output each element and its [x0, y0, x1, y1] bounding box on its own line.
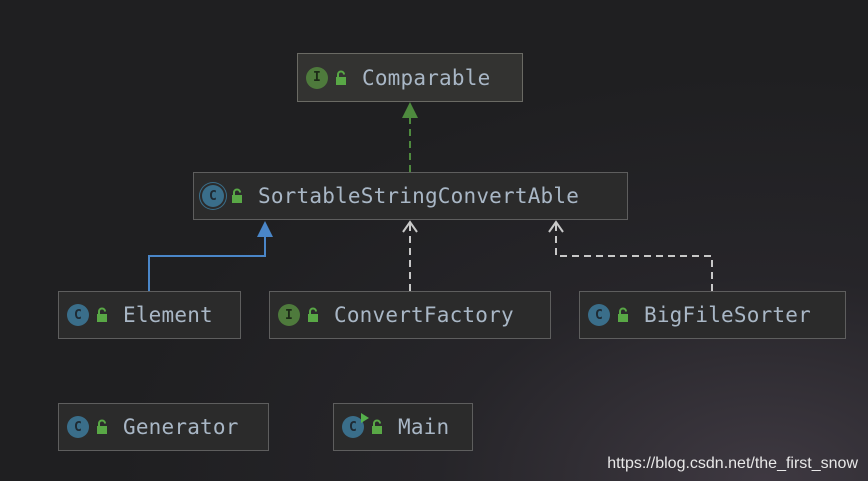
node-big-file-sorter[interactable]: C BigFileSorter	[579, 291, 846, 339]
lock-open-icon	[97, 419, 107, 434]
lock-open-icon	[232, 188, 242, 203]
node-generator[interactable]: C Generator	[58, 403, 269, 451]
node-label: BigFileSorter	[644, 303, 811, 327]
class-icon: C	[67, 416, 89, 438]
node-label: Comparable	[362, 65, 491, 90]
lock-open-icon	[97, 307, 107, 322]
interface-icon: I	[306, 66, 328, 89]
node-label: Main	[398, 415, 450, 439]
node-sortable-string-convert-able[interactable]: C SortableStringConvertAble	[193, 172, 628, 220]
run-badge-icon	[361, 413, 369, 423]
lock-open-icon	[336, 70, 346, 85]
class-icon: C	[67, 304, 89, 326]
interface-icon: I	[278, 304, 300, 326]
node-element[interactable]: C Element	[58, 291, 241, 339]
node-label: Generator	[123, 415, 239, 439]
node-label: ConvertFactory	[334, 303, 514, 327]
node-convert-factory[interactable]: I ConvertFactory	[269, 291, 551, 339]
class-icon: C	[588, 304, 610, 326]
open-arrowhead-icon	[548, 220, 564, 233]
class-letter: C	[348, 419, 358, 435]
runnable-class-icon: C	[342, 413, 369, 438]
edge-bigfilesorter-implements-sortable	[548, 220, 713, 291]
watermark: https://blog.csdn.net/the_first_snow	[607, 455, 858, 472]
arrowhead-icon	[402, 102, 418, 118]
arrowhead-icon	[257, 221, 273, 237]
open-arrowhead-icon	[402, 220, 418, 233]
edge-convertfactory-implements-sortable	[402, 220, 418, 291]
node-main[interactable]: C Main	[333, 403, 473, 451]
abstract-class-icon: C	[202, 185, 224, 207]
lock-open-icon	[308, 307, 318, 322]
node-comparable[interactable]: I Comparable	[297, 53, 523, 102]
node-label: SortableStringConvertAble	[258, 184, 580, 208]
lock-open-icon	[618, 307, 628, 322]
node-label: Element	[123, 303, 213, 327]
edge-sortable-implements-comparable	[402, 102, 418, 172]
edge-element-extends-sortable	[148, 221, 273, 291]
lock-open-icon	[372, 419, 382, 434]
